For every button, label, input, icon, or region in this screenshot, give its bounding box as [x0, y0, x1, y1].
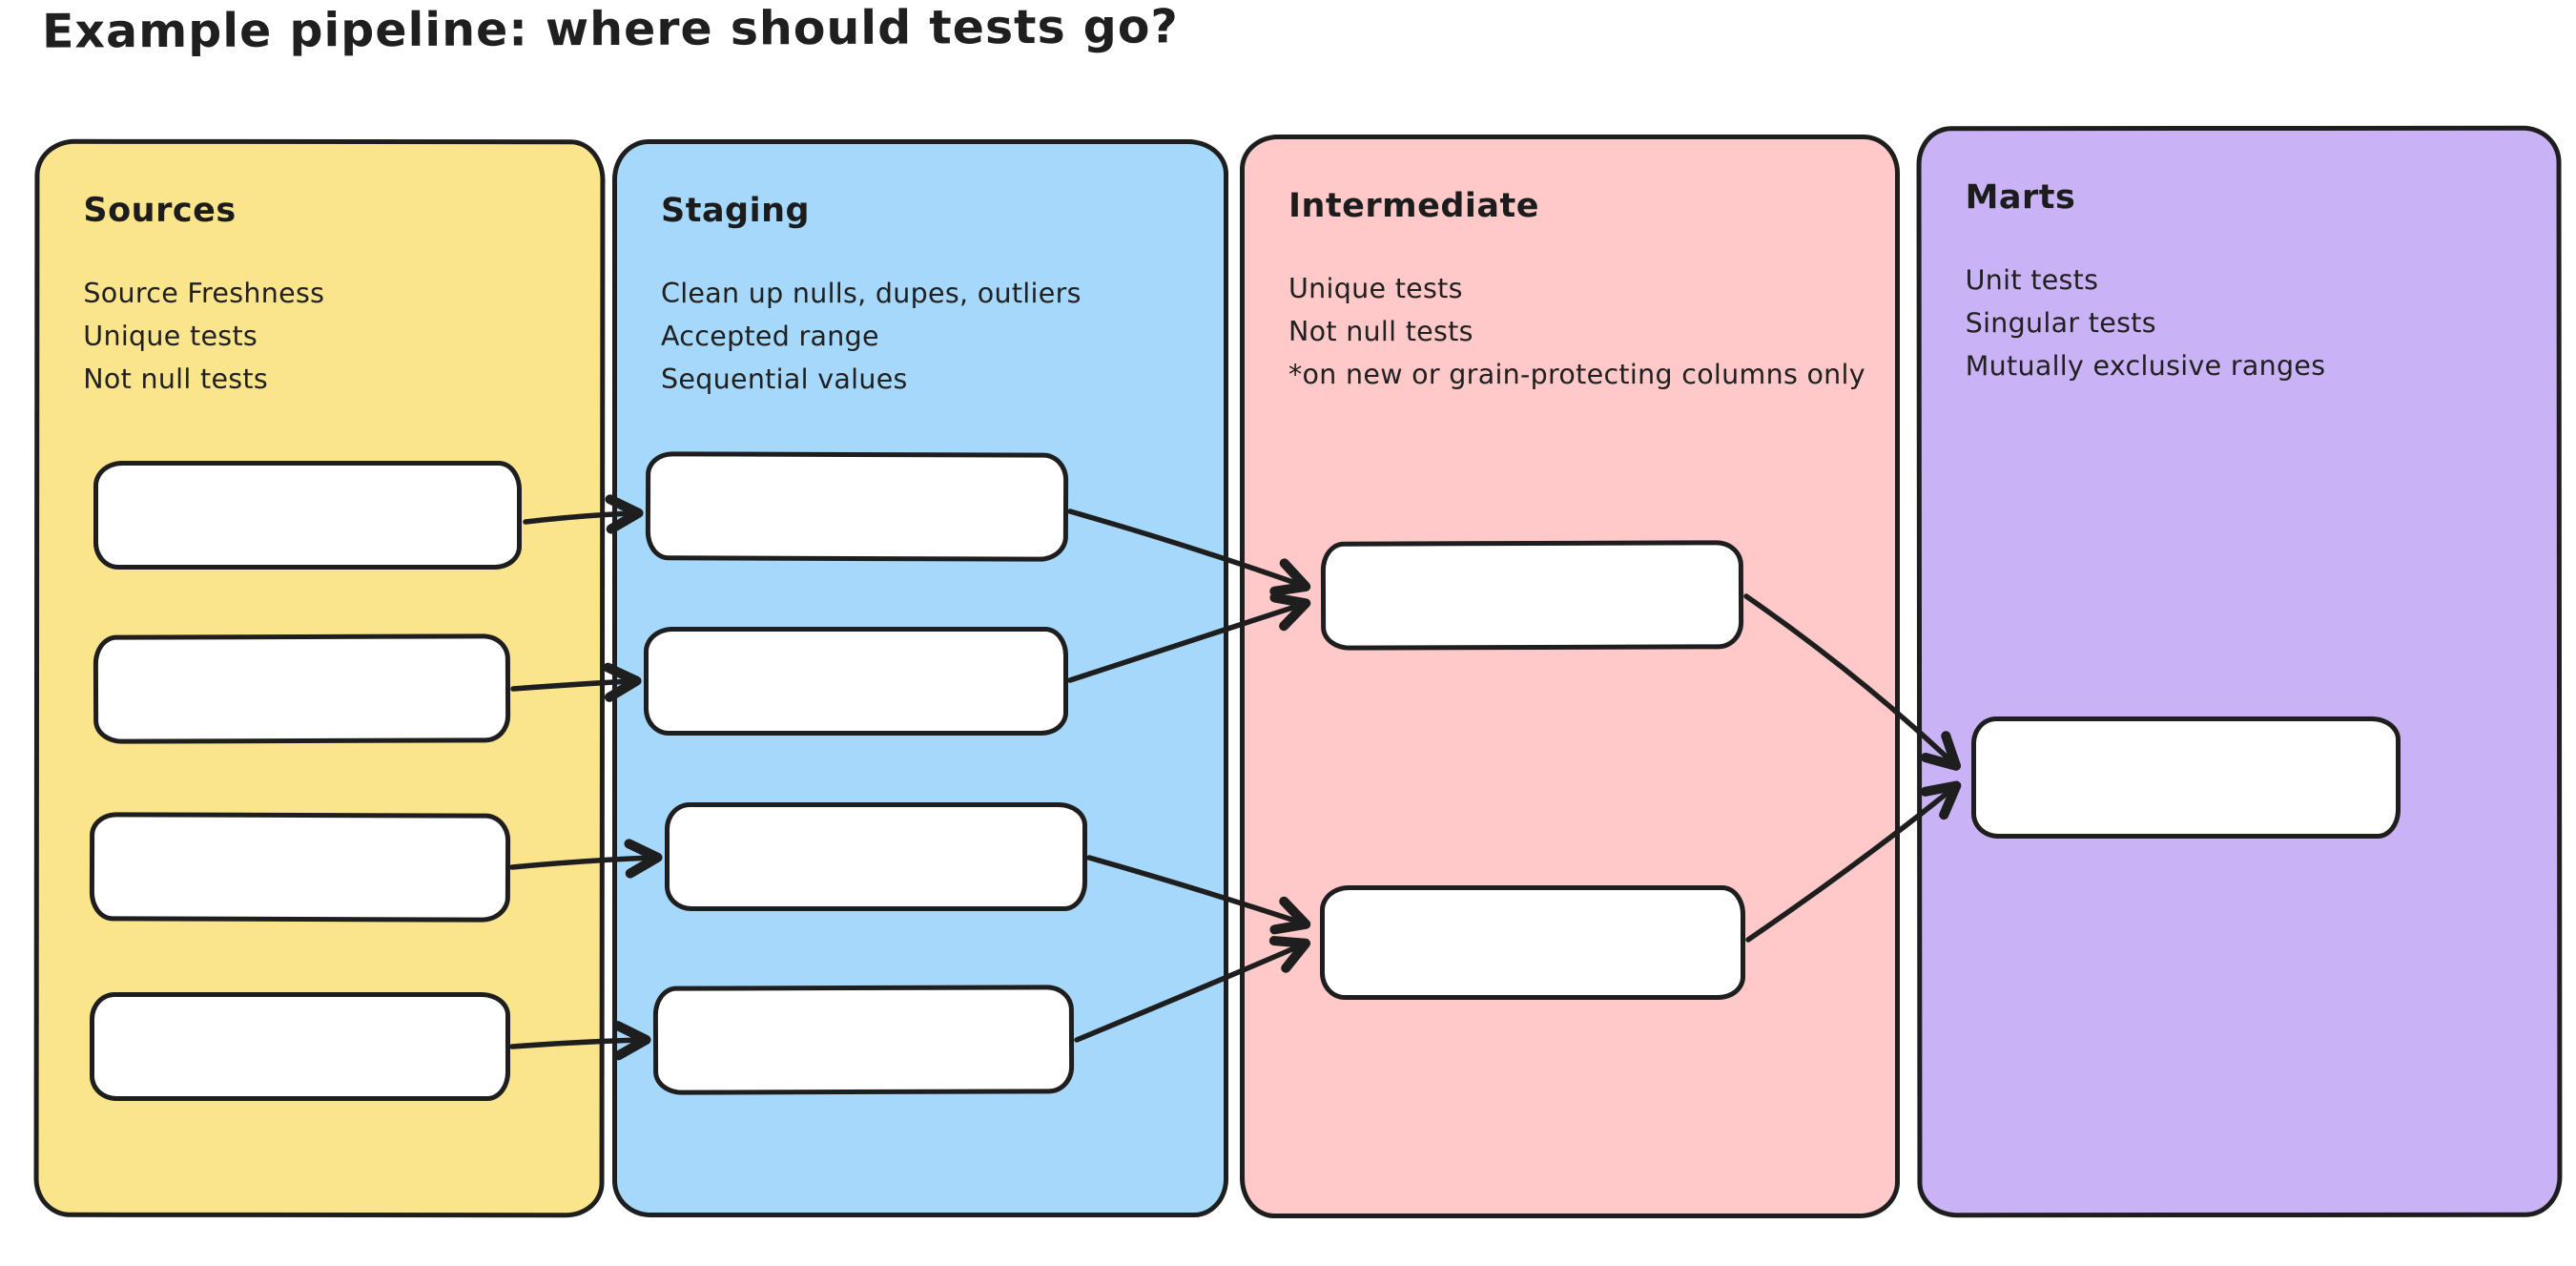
- column-sources-title: Sources: [83, 191, 237, 230]
- node-sources-1: [93, 461, 522, 570]
- node-intermediate-2: [1320, 885, 1745, 1000]
- column-intermediate: Intermediate Unique tests Not null tests…: [1240, 135, 1900, 1218]
- note: Mutually exclusive ranges: [1965, 349, 2326, 383]
- note: Sequential values: [661, 363, 908, 395]
- column-intermediate-title: Intermediate: [1288, 187, 1540, 225]
- node-staging-2: [644, 627, 1068, 736]
- node-sources-2: [93, 633, 511, 744]
- note: Not null tests: [1288, 316, 1473, 347]
- node-staging-1: [645, 451, 1069, 562]
- node-staging-3: [665, 802, 1087, 911]
- note: Unique tests: [1288, 273, 1463, 304]
- column-marts: Marts Unit tests Singular tests Mutually…: [1916, 125, 2563, 1218]
- note: Unique tests: [83, 320, 258, 352]
- note: Singular tests: [1965, 307, 2156, 340]
- column-marts-notes: Unit tests Singular tests Mutually exclu…: [1966, 259, 2515, 388]
- note: Clean up nulls, dupes, outliers: [661, 278, 1082, 309]
- column-intermediate-notes: Unique tests Not null tests *on new or g…: [1288, 267, 1865, 396]
- column-staging-notes: Clean up nulls, dupes, outliers Accepted…: [661, 272, 1182, 401]
- column-sources-notes: Source Freshness Unique tests Not null t…: [83, 272, 558, 401]
- node-staging-4: [652, 985, 1075, 1095]
- node-sources-3: [89, 812, 511, 923]
- note: Unit tests: [1965, 264, 2099, 297]
- column-marts-title: Marts: [1965, 178, 2076, 218]
- column-staging-title: Staging: [661, 192, 811, 230]
- node-marts-1: [1971, 716, 2401, 839]
- note: *on new or grain-protecting columns only: [1288, 359, 1865, 390]
- note: Accepted range: [661, 321, 879, 352]
- node-sources-4: [90, 992, 510, 1101]
- diagram-title: Example pipeline: where should tests go?: [41, 0, 1180, 59]
- note: Source Freshness: [83, 277, 325, 310]
- node-intermediate-1: [1320, 540, 1744, 651]
- note: Not null tests: [83, 363, 269, 395]
